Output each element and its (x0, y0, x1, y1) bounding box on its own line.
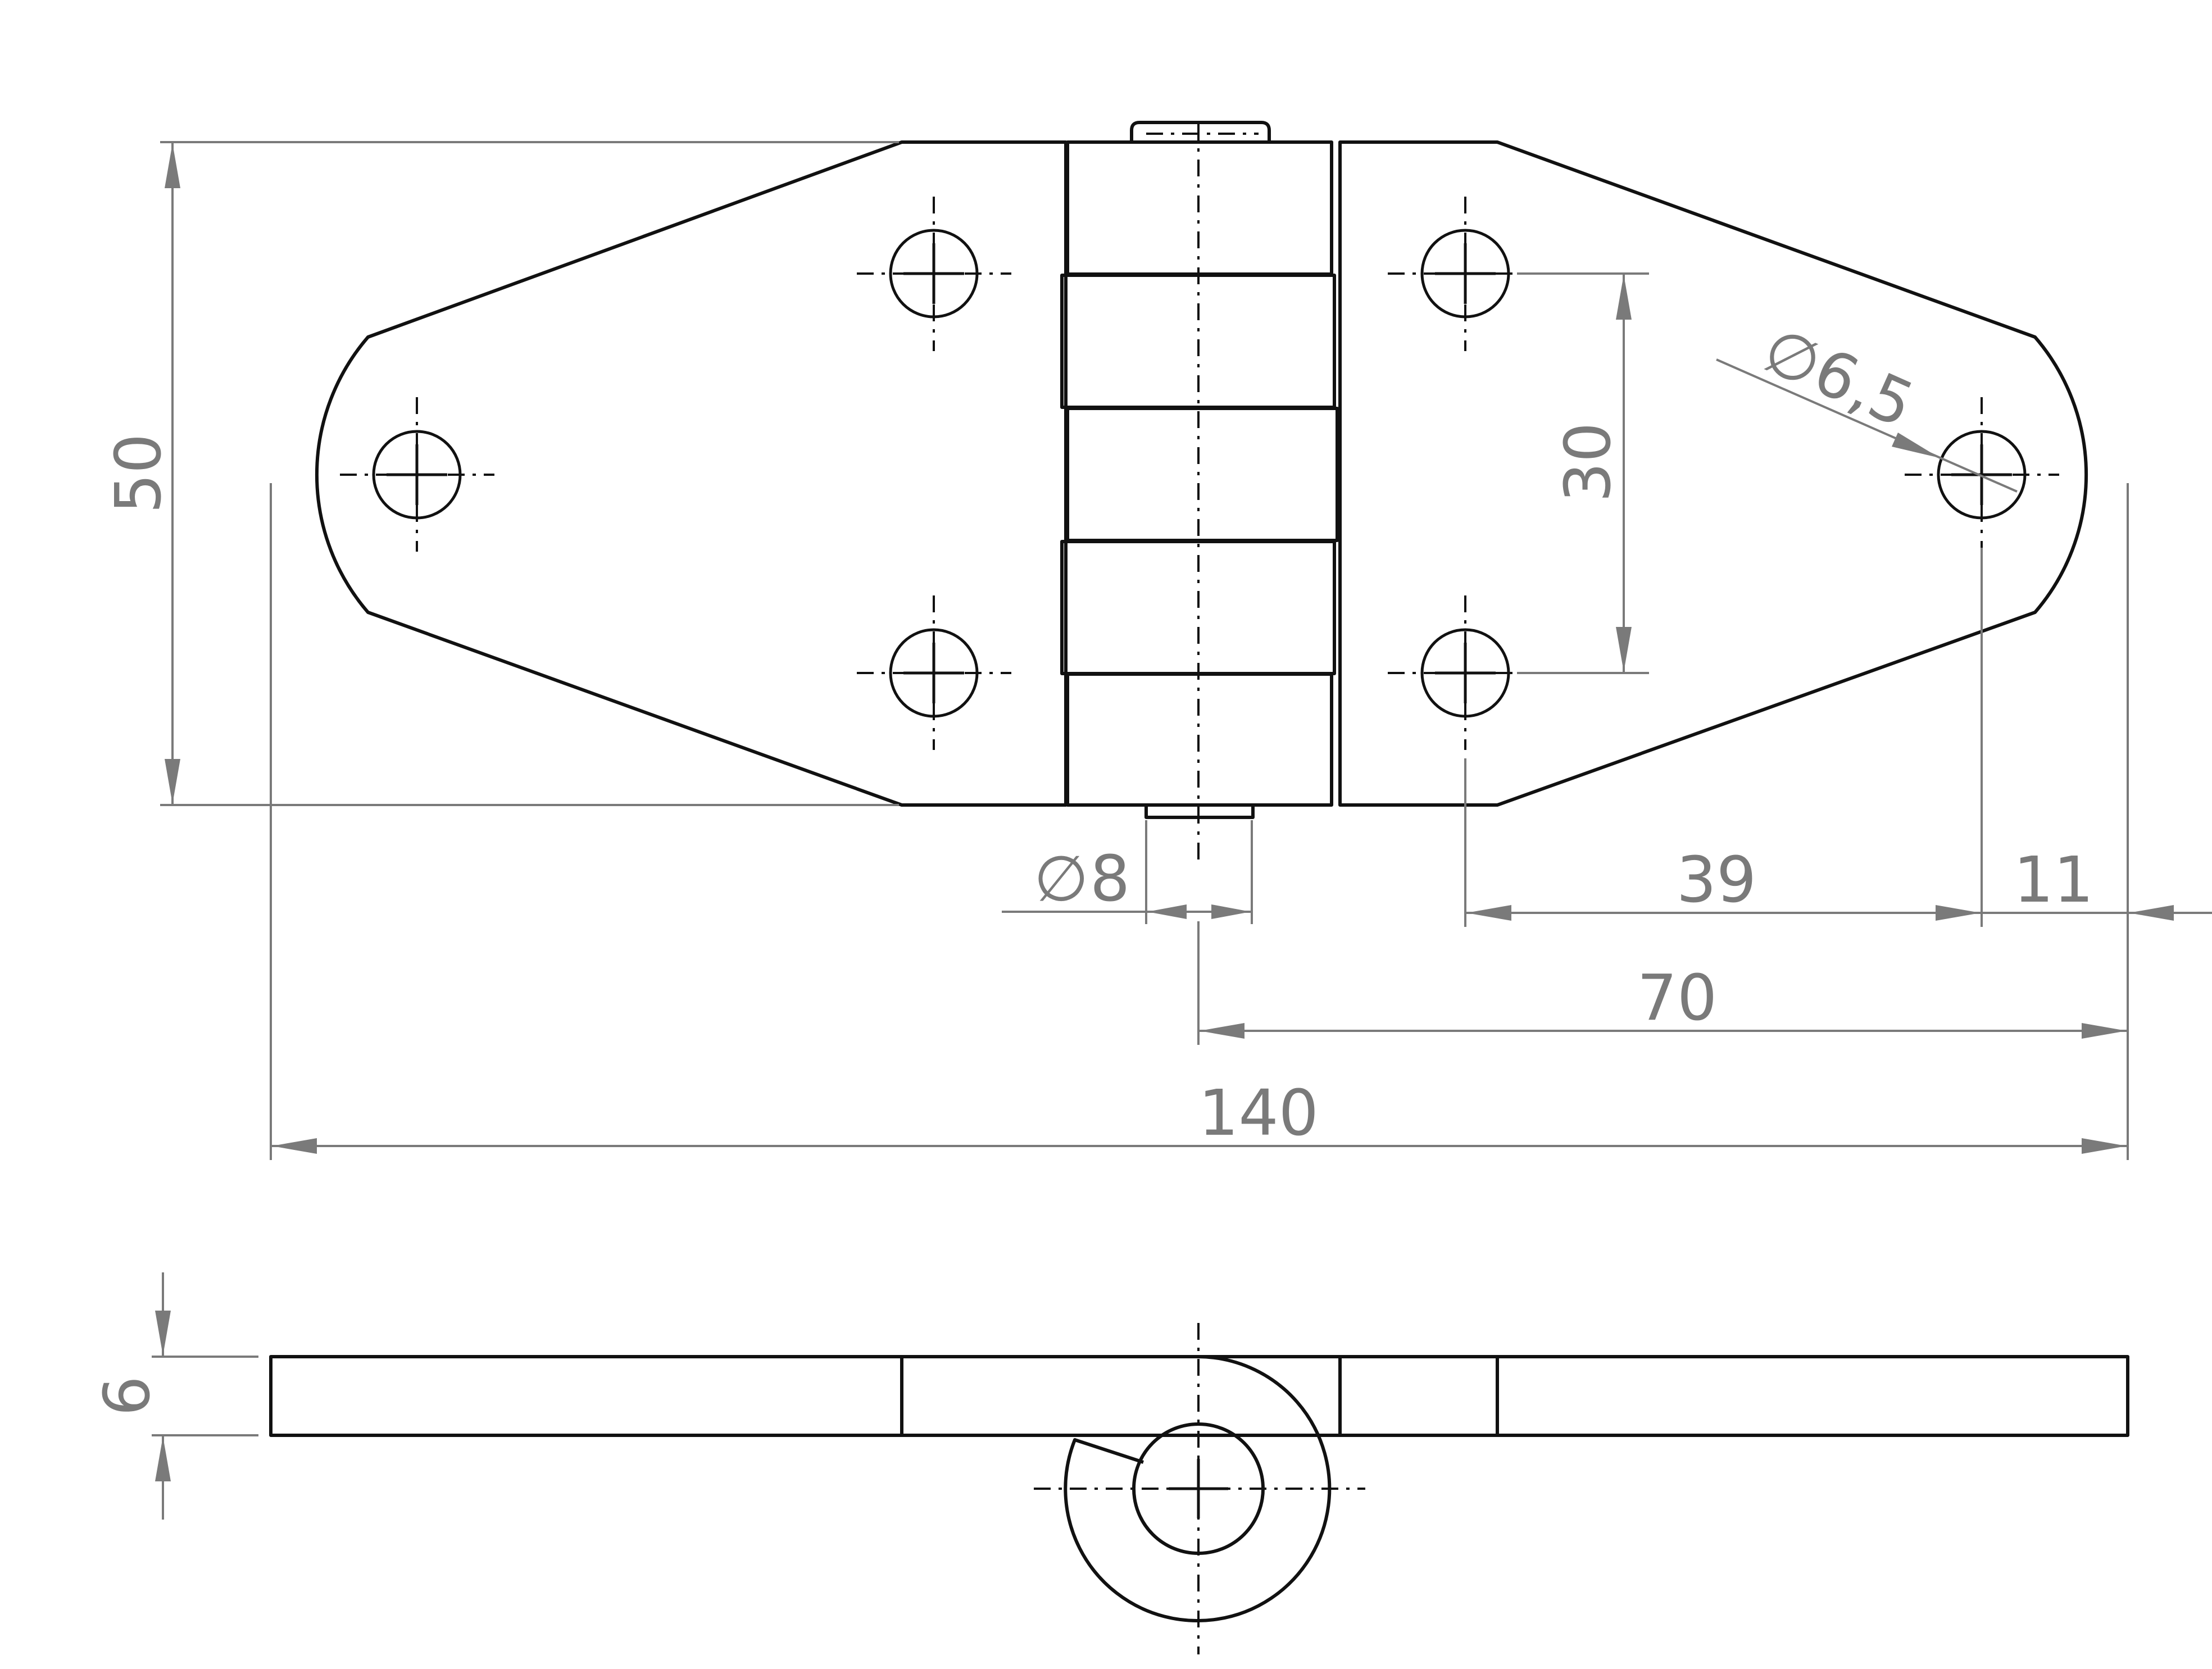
side-view (269, 1323, 2129, 1654)
screw-holes (340, 197, 2059, 750)
dimension-140: 140 (270, 483, 2127, 1160)
dimension-39-label: 39 (1677, 844, 1757, 917)
right-leaf-outline (1338, 140, 2088, 807)
dimension-70: 70 (1197, 921, 2127, 1045)
hole-left-bottom (857, 595, 1011, 750)
hole-right-bottom (1388, 595, 1556, 750)
dimension-11-label: 11 (2014, 844, 2094, 917)
pin-diameter-label: 8 (1090, 843, 1130, 916)
dimension-39-11: 39 11 (1464, 483, 2212, 1160)
dimension-70-label: 70 (1637, 962, 1718, 1035)
hole-left-top (857, 197, 1011, 351)
hole-left-end (340, 397, 494, 552)
dimension-pin-diameter: ∅ 8 (1002, 820, 1253, 924)
dimension-6-label: 6 (91, 1376, 164, 1416)
dimension-30-label: 30 (1552, 422, 1625, 503)
dimension-30: 30 (1517, 272, 1649, 674)
pin-head (1130, 121, 1271, 142)
dimension-6: 6 (91, 1272, 258, 1520)
pin-diameter-symbol: ∅ (1034, 843, 1089, 916)
dimension-140-label: 140 (1198, 1077, 1319, 1150)
left-leaf-outline (315, 140, 1068, 807)
knuckle-curl (1064, 1355, 1332, 1622)
hole-right-top (1388, 197, 1556, 351)
dimension-50: 50 (102, 141, 899, 806)
dimension-hole-diameter: ∅ 6,5 (1716, 313, 2018, 493)
top-view (315, 121, 2088, 865)
hole-right-end (1905, 397, 2059, 552)
dimension-50-label: 50 (102, 434, 175, 514)
